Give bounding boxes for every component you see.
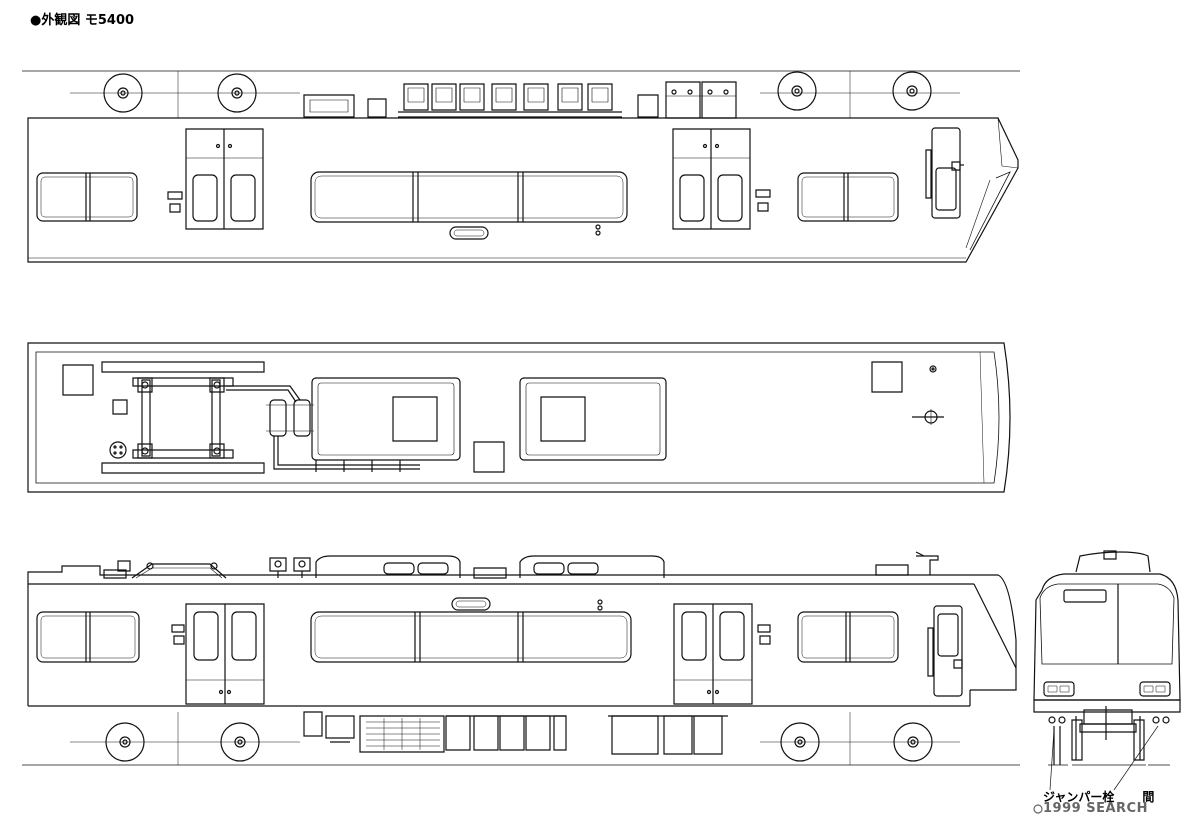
side-elevation-upper	[22, 71, 1020, 262]
wheel-icon	[218, 74, 256, 112]
wheel-icon	[221, 723, 259, 761]
wheel-icon	[104, 74, 142, 112]
jumper-label: ジャンパー栓 間	[1043, 788, 1154, 805]
front-elevation	[1034, 551, 1180, 790]
watermark-text: 1999 SEARCH	[1043, 801, 1148, 816]
wheel-icon	[893, 72, 931, 110]
wheel-icon	[778, 72, 816, 110]
jumper-label-text: ジャンパー栓	[1043, 790, 1115, 804]
wheel-icon	[106, 723, 144, 761]
drawing-title: ●外観図 モ5400	[30, 13, 135, 28]
jumper-label-tail: 間	[1142, 790, 1155, 804]
wheel-icon	[894, 723, 932, 761]
wheel-icon	[781, 723, 819, 761]
side-elevation-lower	[22, 552, 1020, 765]
hobby-search-logo-icon	[1034, 805, 1042, 813]
roof-plan	[28, 343, 1010, 492]
